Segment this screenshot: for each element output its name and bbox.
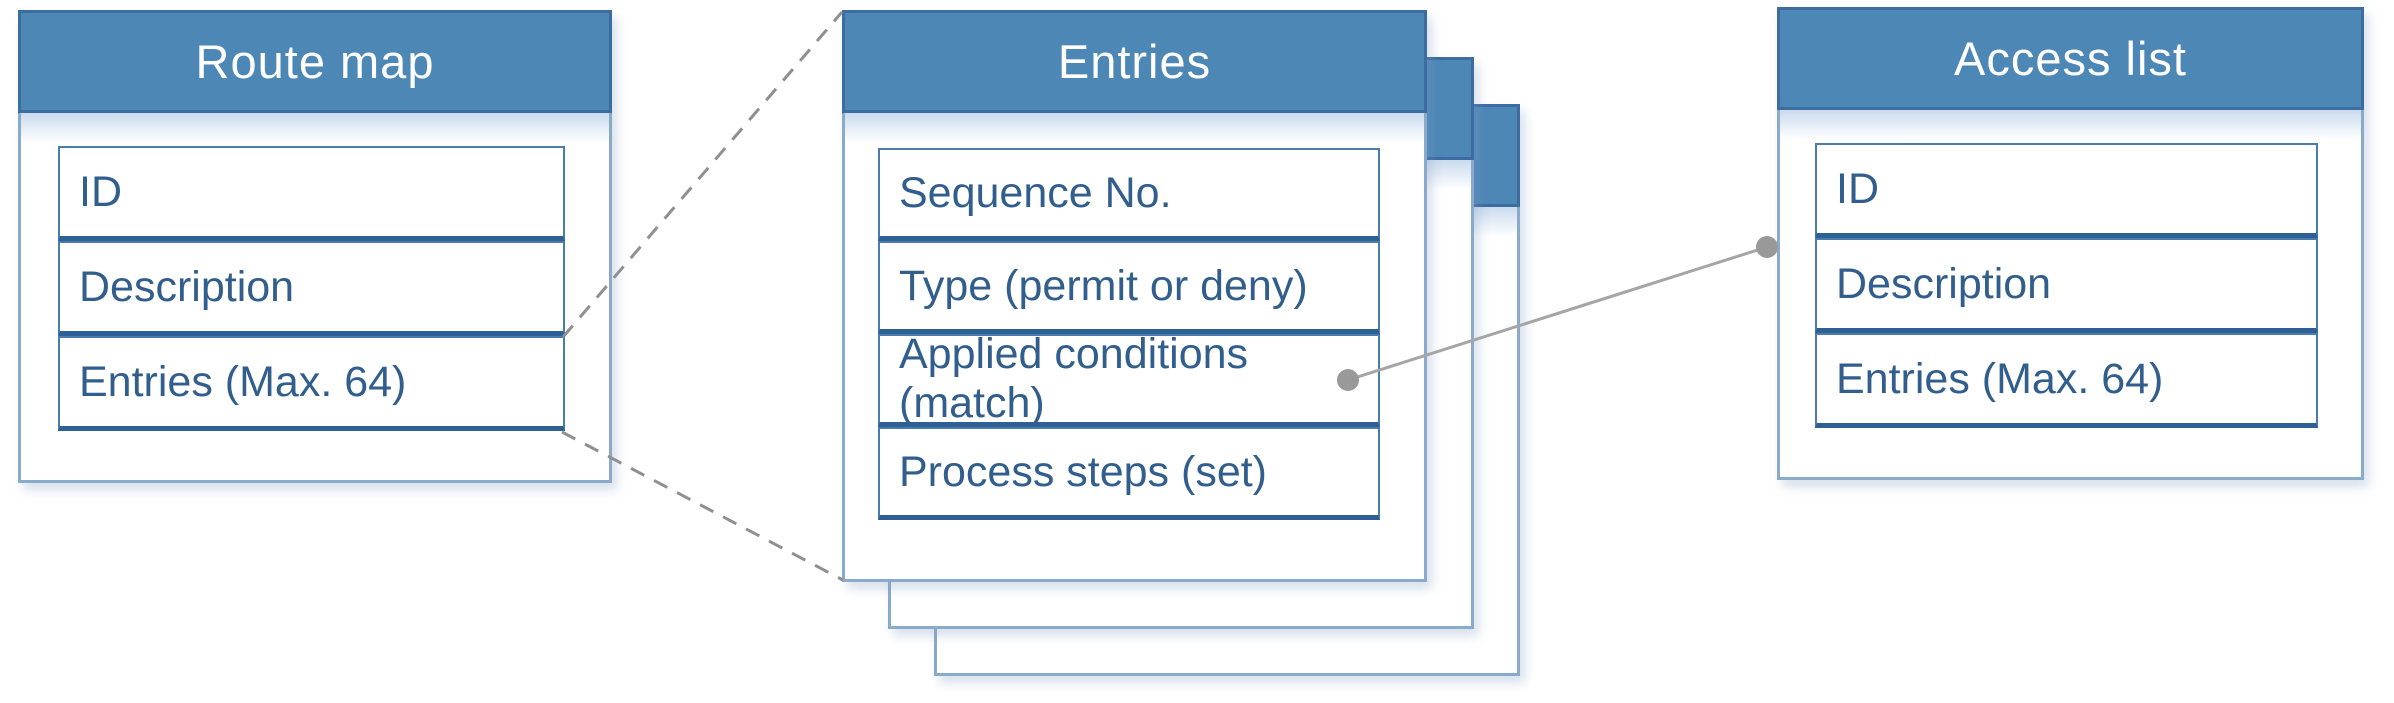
connector-dot-access-list-end [1756, 236, 1778, 258]
entries-field-applied-conditions: Applied conditions (match) [878, 330, 1380, 427]
access-list-field-list: ID Description Entries (Max. 64) [1815, 143, 2318, 428]
entries-field-type: Type (permit or deny) [878, 241, 1380, 334]
route-map-box: Route map ID Description Entries (Max. 6… [18, 10, 612, 483]
access-list-box: Access list ID Description Entries (Max.… [1777, 7, 2364, 480]
entries-field-sequence-no: Sequence No. [878, 148, 1380, 241]
access-list-field-entries: Entries (Max. 64) [1815, 333, 2318, 428]
route-map-field-id: ID [58, 146, 565, 241]
entries-title: Entries [842, 10, 1427, 113]
entries-box: Entries Sequence No. Type (permit or den… [842, 10, 1427, 582]
access-list-field-id: ID [1815, 143, 2318, 238]
entries-field-process-steps: Process steps (set) [878, 427, 1380, 520]
route-map-title: Route map [18, 10, 612, 113]
entries-field-list: Sequence No. Type (permit or deny) Appli… [878, 148, 1380, 520]
access-list-header-fade [1780, 110, 2361, 140]
entries-header-fade [845, 113, 1424, 143]
access-list-title: Access list [1777, 7, 2364, 110]
route-map-header-fade [21, 113, 609, 143]
route-map-field-entries: Entries (Max. 64) [58, 336, 565, 431]
access-list-field-description: Description [1815, 238, 2318, 333]
route-map-field-list: ID Description Entries (Max. 64) [58, 146, 565, 431]
route-map-field-description: Description [58, 241, 565, 336]
